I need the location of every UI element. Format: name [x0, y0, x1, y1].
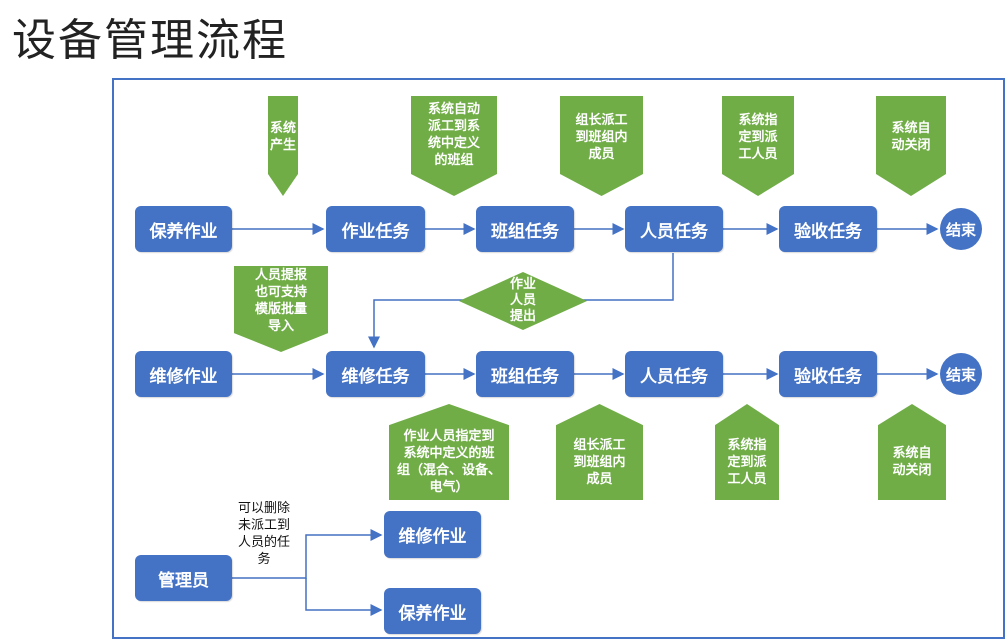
arrow-admin-branch — [232, 529, 383, 579]
end-circle-1: 结束 — [940, 208, 982, 250]
callout-auto-dispatch: 系统自动 派工到系 统中定义 的班组 — [411, 96, 497, 196]
step-box-team-task-2: 班组任务 — [476, 351, 574, 397]
step-box-person-task-2: 人员任务 — [625, 351, 723, 397]
admin-target-maintenance: 保养作业 — [384, 588, 481, 634]
callout-leader-dispatch-2: 组长派工 到班组内 成员 — [556, 404, 643, 500]
step-box-accept-task-2: 验收任务 — [779, 351, 877, 397]
callout-auto-close-2: 系统自 动关闭 — [878, 404, 946, 500]
step-box-person-task: 人员任务 — [625, 206, 723, 252]
end-circle-2: 结束 — [940, 353, 982, 395]
admin-box: 管理员 — [135, 555, 232, 601]
callout-leader-dispatch-1: 组长派工 到班组内 成员 — [560, 96, 643, 196]
callout-system-assign-2: 系统指 定到派 工人员 — [715, 404, 779, 500]
start-box-maintenance: 保养作业 — [135, 206, 232, 252]
step-box-repair-task: 维修任务 — [326, 351, 425, 397]
arrow-admin-branch-2 — [305, 578, 383, 616]
callout-system-assign-1: 系统指 定到派 工人员 — [722, 96, 794, 196]
callout-auto-close-1: 系统自 动关闭 — [876, 96, 946, 196]
diagram-frame — [112, 78, 1005, 639]
callout-system-generate: 系统 产生 — [268, 96, 298, 196]
callout-batch-import: 人员提报 也可支持 模版批量 导入 — [234, 266, 328, 352]
step-box-job-task: 作业任务 — [326, 206, 425, 252]
start-box-repair: 维修作业 — [135, 351, 232, 397]
page-title: 设备管理流程 — [12, 15, 288, 66]
callout-assign-team: 作业人员指定到 系统中定义的班 组（混合、设备、 电气） — [389, 404, 509, 500]
step-box-team-task: 班组任务 — [476, 206, 574, 252]
admin-note: 可以删除 未派工到 人员的任 务 — [237, 501, 290, 567]
step-box-accept-task: 验收任务 — [779, 206, 877, 252]
admin-target-repair: 维修作业 — [384, 511, 481, 558]
